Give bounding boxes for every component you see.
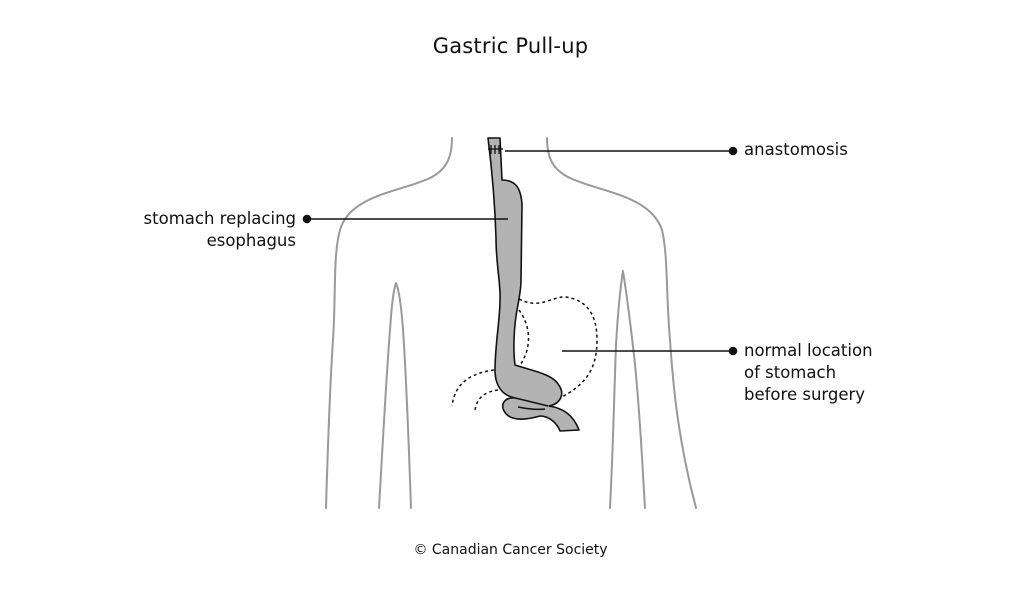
stomach-replacing-dot — [302, 214, 312, 224]
normal-stomach-dotted-inner — [502, 309, 530, 378]
label-stomach-replacing-esophagus: stomach replacing esophagus — [143, 209, 296, 250]
body-right-contour — [546, 137, 697, 509]
copyright-credit: © Canadian Cancer Society — [413, 542, 608, 558]
body-left-contour — [325, 137, 453, 509]
left-arm-inner — [378, 282, 412, 509]
stomach-tube — [487, 137, 580, 432]
label-anastomosis: anastomosis — [744, 140, 848, 159]
duodenum-dotted-2 — [474, 389, 499, 411]
stomach-fold — [514, 397, 549, 407]
body-outline — [325, 137, 697, 509]
anastomosis-dot — [728, 146, 738, 156]
leader-lines — [302, 146, 738, 356]
normal-location-dot — [728, 346, 738, 356]
right-arm-inner — [609, 270, 646, 509]
label-normal-location-of-stomach: normal location of stomach before surger… — [744, 341, 873, 404]
stomach-inner-fold — [517, 406, 546, 411]
pulled-up-stomach — [487, 137, 580, 432]
anastomosis-stitches — [488, 145, 503, 154]
diagram-title: Gastric Pull-up — [432, 34, 589, 58]
duodenum-dotted-1 — [451, 369, 495, 407]
